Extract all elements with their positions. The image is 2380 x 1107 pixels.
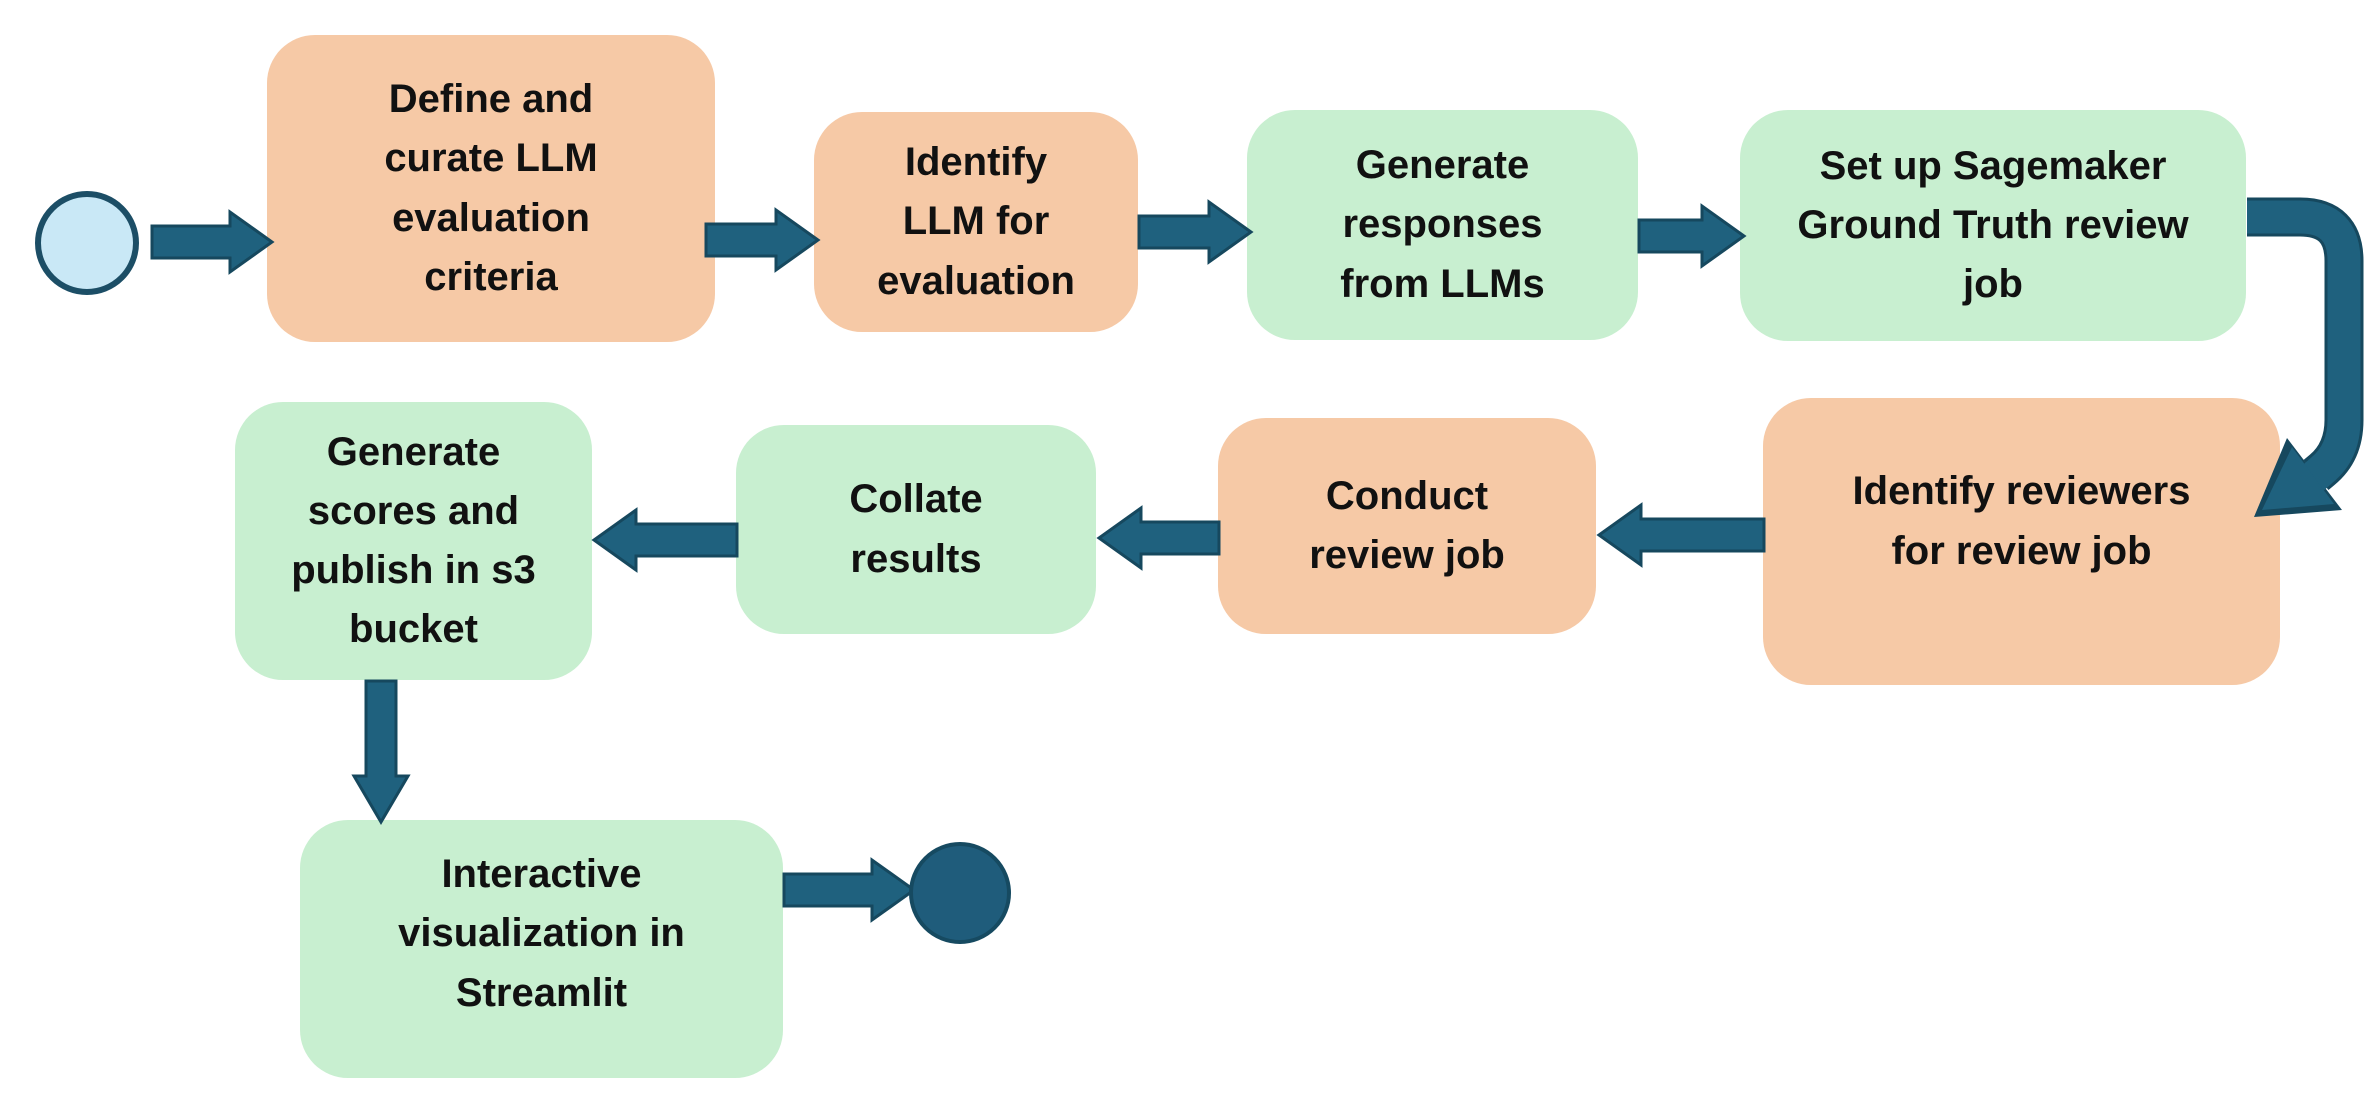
step-define-criteria: Define and curate LLM evaluation criteri…: [267, 35, 715, 342]
arrow-collate-to-scores: [591, 507, 739, 573]
step-interactive-visualization: Interactive visualization in Streamlit: [300, 820, 783, 1078]
arrow-visualization-to-end: [782, 857, 917, 923]
step-generate-scores: Generate scores and publish in s3 bucket: [235, 402, 592, 680]
step-label: Collate results: [849, 477, 983, 581]
step-label: Set up Sagemaker Ground Truth review job: [1797, 143, 2189, 307]
step-label: Define and curate LLM evaluation criteri…: [384, 77, 598, 299]
arrow-generate-responses-to-setup: [1637, 203, 1747, 269]
step-generate-responses: Generate responses from LLMs: [1247, 110, 1638, 340]
step-conduct-review: Conduct review job: [1218, 418, 1596, 634]
arrow-scores-to-visualization: [351, 679, 411, 825]
step-label: Identify reviewers for review job: [1852, 469, 2191, 573]
step-label: Generate responses from LLMs: [1340, 143, 1545, 306]
step-label: Interactive visualization in Streamlit: [398, 852, 685, 1015]
step-label: Identify LLM for evaluation: [877, 140, 1075, 303]
start-node: [35, 191, 139, 295]
arrow-define-to-identify-llm: [704, 207, 821, 273]
arrow-conduct-to-collate: [1096, 505, 1221, 571]
step-collate-results: Collate results: [736, 425, 1096, 634]
arrow-identify-llm-to-generate-responses: [1137, 199, 1254, 265]
step-identify-reviewers: Identify reviewers for review job: [1763, 398, 2280, 685]
step-identify-llm: Identify LLM for evaluation: [814, 112, 1138, 332]
step-label: Generate scores and publish in s3 bucket: [291, 429, 536, 652]
arrow-start-to-define: [150, 209, 275, 275]
step-setup-groundtruth: Set up Sagemaker Ground Truth review job: [1740, 110, 2246, 341]
end-node: [909, 842, 1011, 944]
step-label: Conduct review job: [1309, 473, 1505, 577]
arrow-reviewers-to-conduct: [1596, 502, 1766, 568]
